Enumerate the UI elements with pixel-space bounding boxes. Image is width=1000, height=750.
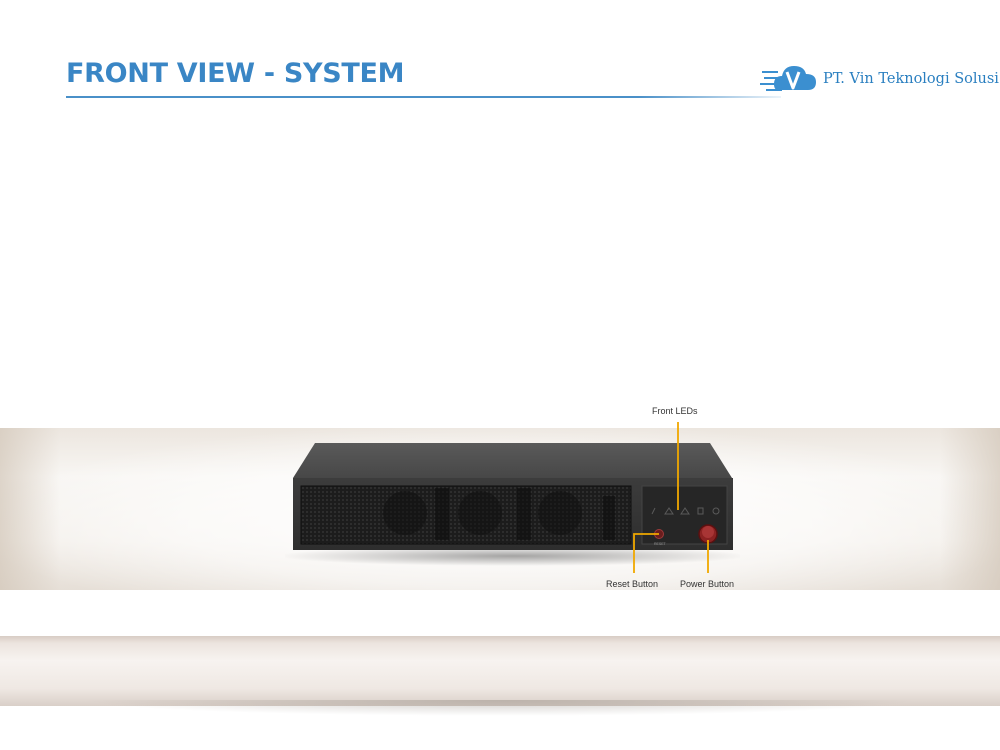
info-led-icon: [697, 507, 704, 515]
cloud-v-icon: [760, 66, 816, 91]
title-divider: [66, 96, 781, 98]
reset-button-label: Reset Button: [606, 579, 659, 589]
backdrop-shelf: [0, 636, 1000, 706]
front-leds: [651, 507, 720, 515]
page-title: FRONT VIEW - SYSTEM: [66, 58, 405, 89]
shelf-shadow: [80, 700, 920, 716]
device-top: [293, 443, 732, 478]
backdrop-edge-left: [0, 428, 60, 590]
lan2-led-icon: [680, 507, 690, 515]
front-leds-label: Front LEDs: [652, 406, 698, 416]
power-led-icon: [712, 507, 720, 515]
reset-button-graphic: [654, 529, 664, 539]
company-name: PT. Vin Teknologi Solusi: [823, 71, 999, 87]
hdd-led-icon: [651, 507, 656, 515]
fan-shadows: [383, 488, 615, 540]
reset-print: RESET: [654, 542, 667, 546]
company-logo: [760, 66, 816, 91]
device-shadow: [285, 546, 740, 566]
lan1-led-icon: [664, 507, 674, 515]
backdrop-edge-right: [940, 428, 1000, 590]
power-button-highlight: [702, 526, 714, 538]
system-device: RESET: [285, 443, 740, 566]
power-button-label: Power Button: [680, 579, 735, 589]
